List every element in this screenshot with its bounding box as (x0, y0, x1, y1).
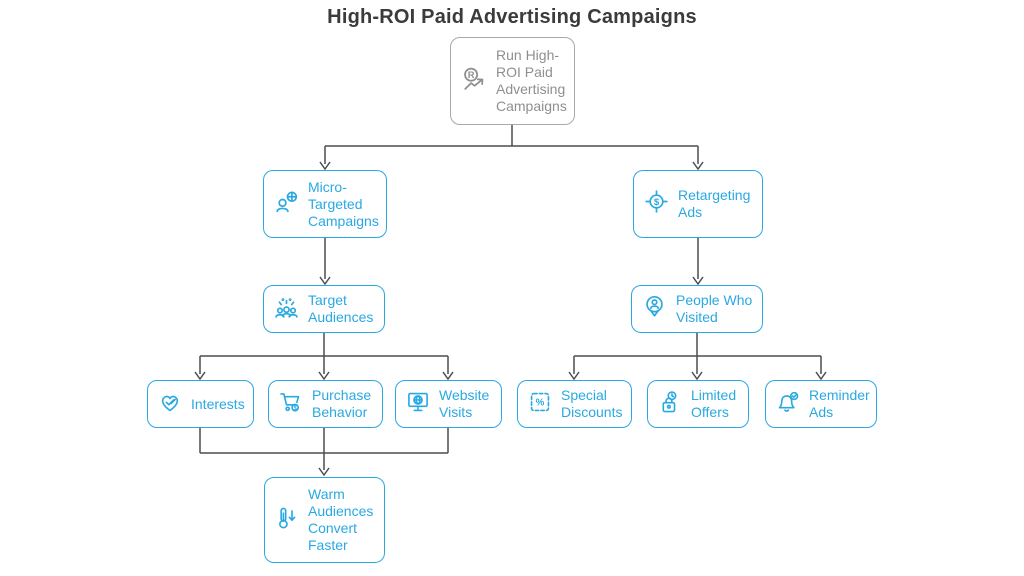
node-people-who-visited: People Who Visited (631, 285, 763, 333)
node-target-audiences: Target Audiences (263, 285, 385, 333)
node-label: Micro-Targeted Campaigns (308, 178, 379, 229)
diagram-title: High-ROI Paid Advertising Campaigns (327, 6, 697, 28)
node-limited-offers: Limited Offers (647, 380, 749, 428)
percent-coupon-icon: % (527, 389, 553, 420)
node-purchase-behavior: $ Purchase Behavior (268, 380, 383, 428)
person-pin-icon (641, 293, 668, 325)
node-label: Target Audiences (308, 292, 374, 325)
svg-text:$: $ (654, 197, 660, 208)
svg-text:$: $ (293, 405, 297, 411)
monitor-globe-icon (405, 389, 431, 420)
node-label: Interests (191, 395, 245, 412)
person-target-icon (273, 188, 300, 220)
node-warm-audiences-convert-faster: Warm Audiences Convert Faster (264, 477, 385, 563)
crosshair-dollar-icon: $ (643, 188, 670, 220)
node-special-discounts: % Special Discounts (517, 380, 632, 428)
audience-group-icon (273, 293, 300, 325)
node-label: Limited Offers (691, 387, 737, 420)
node-label: Retargeting Ads (678, 187, 751, 220)
roi-trend-icon: R (460, 65, 488, 98)
svg-text:R: R (468, 70, 475, 80)
node-interests: Interests (147, 380, 254, 428)
node-label: Reminder Ads (809, 387, 870, 420)
node-run-high-roi-paid-advertising-campaigns: R Run High-ROI Paid Advertising Campaign… (450, 37, 575, 125)
node-label: Special Discounts (561, 387, 623, 420)
node-micro-targeted-campaigns: Micro-Targeted Campaigns (263, 170, 387, 238)
node-label: Purchase Behavior (312, 387, 372, 420)
node-label: Website Visits (439, 387, 490, 420)
node-website-visits: Website Visits (395, 380, 502, 428)
heart-check-icon (157, 389, 183, 420)
timer-bag-icon (657, 389, 683, 420)
cart-coin-icon: $ (278, 389, 304, 420)
svg-text:%: % (536, 397, 545, 408)
bell-check-icon (775, 389, 801, 420)
node-label: People Who Visited (676, 292, 753, 325)
thermometer-arrow-icon (274, 505, 300, 536)
node-label: Warm Audiences Convert Faster (308, 486, 374, 553)
node-retargeting-ads: $ Retargeting Ads (633, 170, 763, 238)
node-label: Run High-ROI Paid Advertising Campaigns (496, 47, 567, 114)
node-reminder-ads: Reminder Ads (765, 380, 877, 428)
